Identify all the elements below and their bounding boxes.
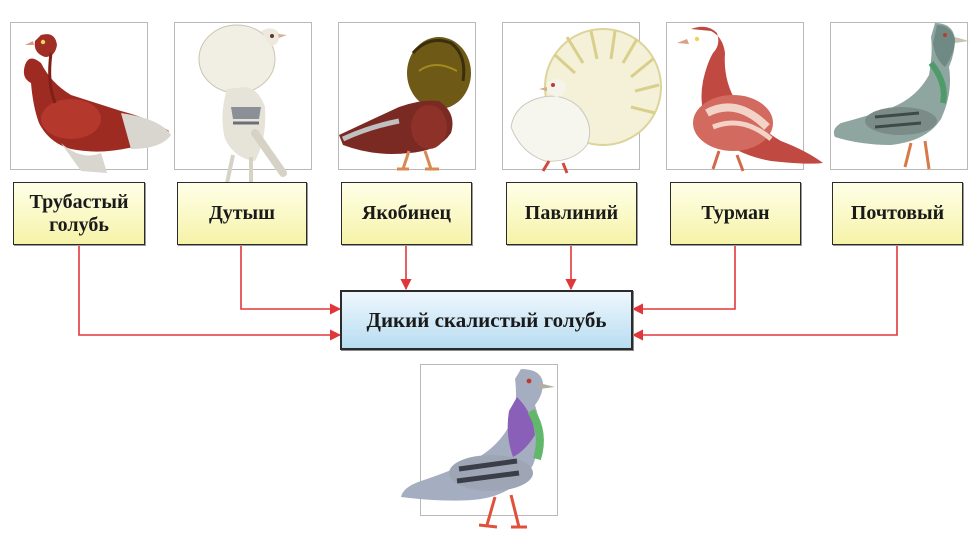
breed-photo-frame-pochtovy (830, 22, 968, 170)
ancestor-label: Дикий скалистый голубь (340, 290, 633, 350)
ancestor-photo-frame (420, 364, 558, 516)
white-peacock-pigeon-icon (503, 23, 663, 173)
breed-photo-frame-turman (666, 22, 804, 170)
breed-label-text: Турман (701, 202, 769, 225)
breed-label-text: Дутыш (209, 202, 275, 225)
red-fantail-pigeon-icon (11, 23, 171, 173)
arrow-dutysh-to-ancestor (241, 246, 340, 309)
breed-label-dutysh: Дутыш (177, 182, 307, 245)
breed-label-yakobinets: Якобинец (341, 182, 472, 245)
arrow-trubasty-to-ancestor (79, 246, 340, 335)
breed-label-turman: Турман (670, 182, 801, 245)
breed-label-pochtovy: Почтовый (832, 182, 963, 245)
breed-photo-frame-yakobinets (338, 22, 476, 170)
breed-label-pavliny: Павлиний (506, 182, 637, 245)
red-tumbler-pigeon-icon (667, 23, 827, 173)
homing-pigeon-icon (831, 23, 974, 173)
breed-photo-frame-trubasty (10, 22, 148, 170)
breed-label-text: Якобинец (362, 202, 451, 225)
white-pouter-pigeon-icon (175, 23, 315, 185)
arrow-turman-to-ancestor (633, 246, 735, 309)
breed-photo-frame-pavliny (502, 22, 640, 170)
breed-label-text: Павлиний (525, 202, 618, 225)
jacobin-pigeon-icon (339, 23, 479, 173)
breed-label-text: Почтовый (851, 202, 944, 225)
breed-label-text: Трубастый голубь (29, 191, 128, 237)
rock-dove-icon (421, 365, 571, 533)
arrow-pochtovy-to-ancestor (633, 246, 897, 335)
ancestor-label-text: Дикий скалистый голубь (367, 308, 607, 332)
breed-photo-frame-dutysh (174, 22, 312, 170)
breed-label-trubasty: Трубастый голубь (13, 182, 145, 245)
